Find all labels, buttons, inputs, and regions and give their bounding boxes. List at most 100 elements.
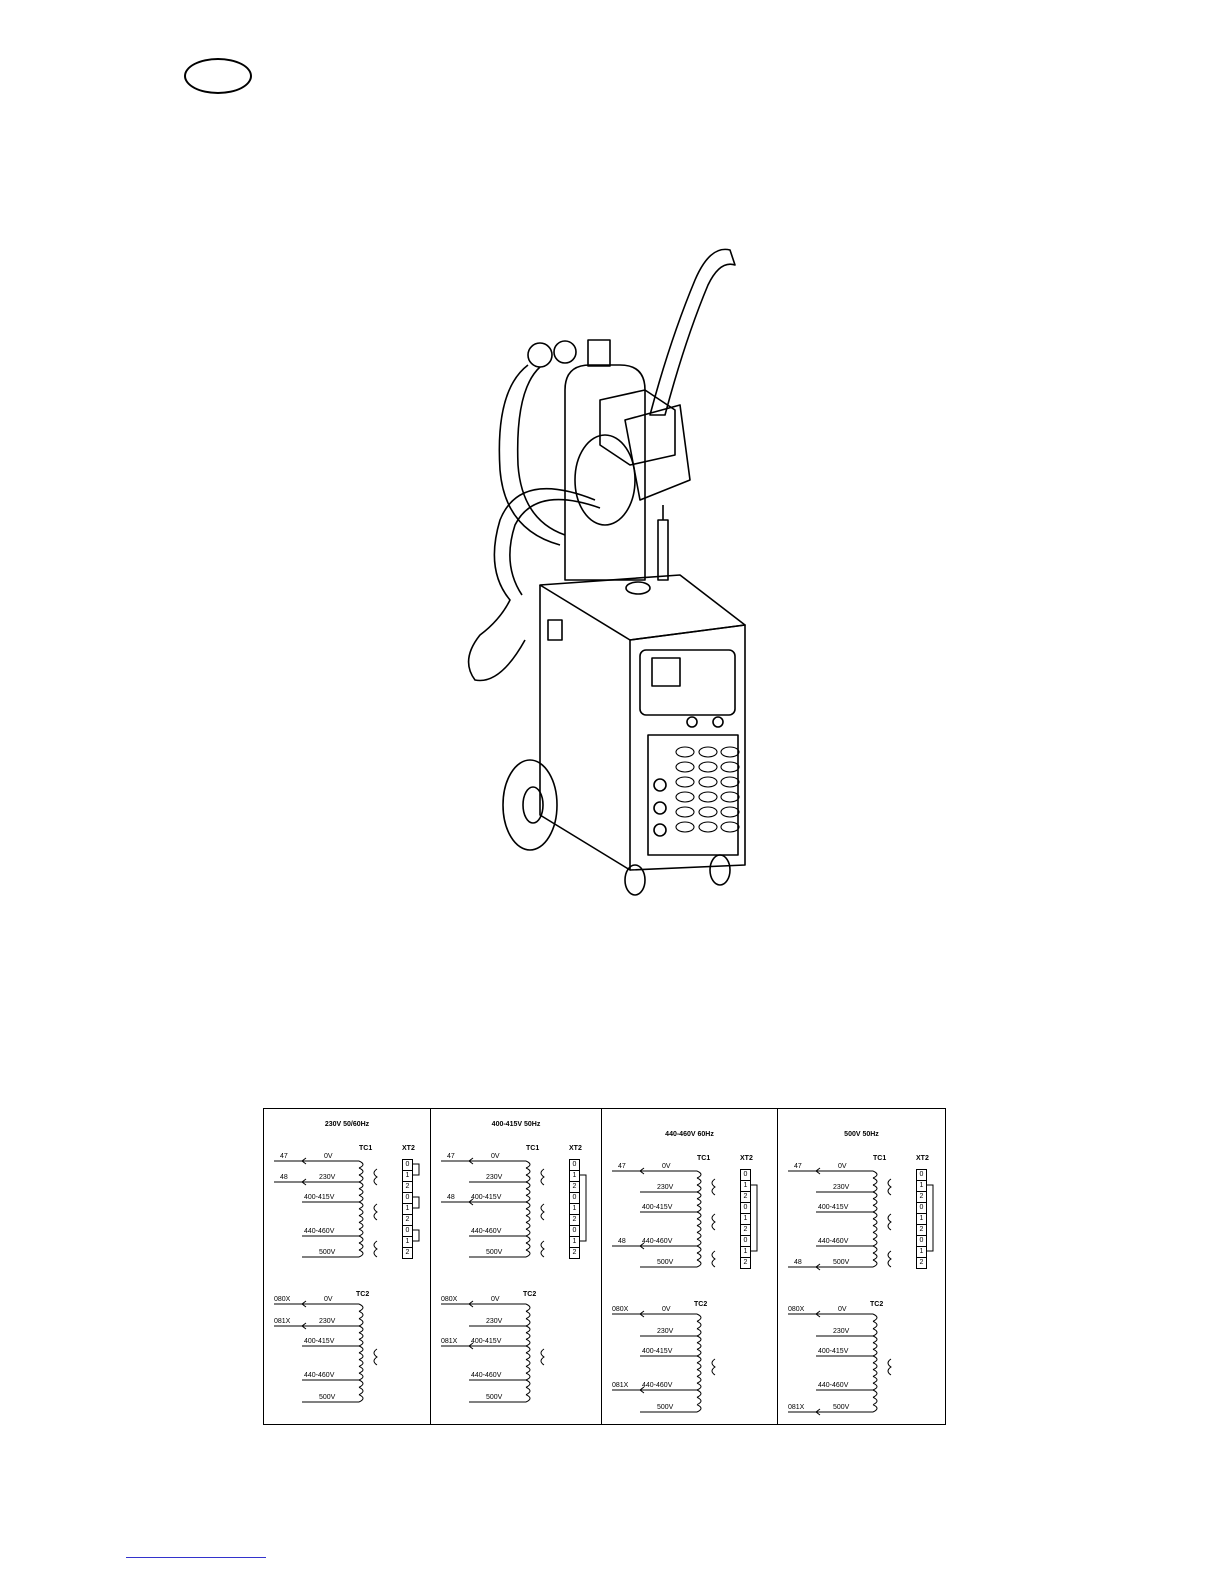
tc1-input-48: 48 xyxy=(280,1174,288,1181)
tc1-tap-label: 230V xyxy=(486,1174,503,1181)
xt2-jumper xyxy=(412,1163,420,1176)
carry-handle xyxy=(649,248,736,416)
tc2-input-081x: 081X xyxy=(274,1318,291,1325)
xt2-terminal: 1 xyxy=(403,1237,412,1248)
secondary-winding-symbol xyxy=(373,1168,378,1186)
xt2-label: XT2 xyxy=(916,1155,929,1162)
wheels xyxy=(502,759,731,896)
secondary-winding-symbol xyxy=(887,1250,892,1268)
xt2-terminal: 1 xyxy=(917,1247,926,1258)
tc1-input-47: 47 xyxy=(794,1163,802,1170)
xt2-terminal: 2 xyxy=(917,1192,926,1203)
secondary-winding-symbol xyxy=(373,1348,378,1366)
xt2-terminal: 2 xyxy=(570,1215,579,1226)
welding-machine-illustration xyxy=(467,248,746,896)
input-lead xyxy=(612,1242,645,1250)
tc2-input-080x: 080X xyxy=(274,1296,291,1303)
xt2-terminal: 0 xyxy=(741,1203,750,1214)
tc2-input-080x: 080X xyxy=(788,1306,805,1313)
tc2-label: TC2 xyxy=(523,1291,537,1298)
tc2-input-080x: 080X xyxy=(612,1306,629,1313)
input-lead xyxy=(274,1178,307,1186)
xt2-terminal: 1 xyxy=(570,1204,579,1215)
tc2-tap-label: 230V xyxy=(319,1318,336,1325)
xt2-terminal: 2 xyxy=(743,1259,748,1266)
xt2-label: XT2 xyxy=(569,1145,582,1152)
tc1-input-47: 47 xyxy=(618,1163,626,1170)
tc1-input-48: 48 xyxy=(447,1194,455,1201)
xt2-jumper xyxy=(579,1174,587,1242)
input-lead xyxy=(274,1322,307,1330)
input-lead xyxy=(441,1300,474,1308)
tc2-label: TC2 xyxy=(694,1301,708,1308)
tc1-tap-label: 0V xyxy=(662,1163,671,1170)
input-lead xyxy=(274,1157,307,1165)
xt2-terminal: 2 xyxy=(403,1182,412,1193)
xt2-terminal: 1 xyxy=(741,1247,750,1258)
tc2-tap-label: 440-460V xyxy=(642,1382,673,1389)
torch-hose xyxy=(467,488,596,682)
input-lead xyxy=(274,1300,307,1308)
input-lead xyxy=(612,1310,645,1318)
tc2-tap-label: 0V xyxy=(662,1306,671,1313)
tc2-winding xyxy=(696,1313,702,1413)
tc2-winding xyxy=(525,1303,531,1403)
tc1-label: TC1 xyxy=(359,1145,373,1152)
input-lead xyxy=(788,1310,821,1318)
tc1-tap-label: 230V xyxy=(657,1184,674,1191)
tc1-tap-label: 440-460V xyxy=(304,1228,335,1235)
secondary-winding-symbol xyxy=(373,1203,378,1221)
panel-title: 500V 50Hz xyxy=(844,1131,879,1138)
xt2-terminal: 1 xyxy=(570,1171,579,1182)
tc2-winding xyxy=(872,1313,878,1413)
tc1-tap-label: 440-460V xyxy=(642,1238,673,1245)
tc1-tap-label: 440-460V xyxy=(818,1238,849,1245)
xt2-terminal: 2 xyxy=(741,1225,750,1236)
xt2-terminal: 0 xyxy=(403,1226,412,1237)
tc2-input-080x: 080X xyxy=(441,1296,458,1303)
panel-title: 400-415V 50Hz xyxy=(491,1121,541,1128)
secondary-winding-symbol xyxy=(540,1203,545,1221)
tc2-tap-label: 400-415V xyxy=(818,1348,849,1355)
wire-feeder xyxy=(574,389,691,581)
tc2-tap-label: 0V xyxy=(491,1296,500,1303)
xt2-terminal: 1 xyxy=(403,1171,412,1182)
tc1-tap-label: 400-415V xyxy=(642,1204,673,1211)
secondary-winding-symbol xyxy=(887,1178,892,1196)
xt2-terminal: 0 xyxy=(917,1236,926,1247)
tc2-tap-label: 0V xyxy=(838,1306,847,1313)
tc1-tap-label: 500V xyxy=(833,1259,850,1266)
xt2-jumper xyxy=(750,1184,758,1252)
xt2-terminal: 1 xyxy=(917,1214,926,1225)
tc2-tap-label: 440-460V xyxy=(818,1382,849,1389)
secondary-winding-symbol xyxy=(711,1178,716,1196)
tc2-label: TC2 xyxy=(356,1291,370,1298)
footer-rule xyxy=(126,1557,266,1558)
tc2-label: TC2 xyxy=(870,1301,884,1308)
tc2-tap-label: 230V xyxy=(833,1328,850,1335)
tc1-winding xyxy=(696,1170,702,1268)
xt2-terminal: 0 xyxy=(741,1170,750,1181)
tc1-tap-label: 500V xyxy=(319,1249,336,1256)
tc1-tap-label: 0V xyxy=(838,1163,847,1170)
tc1-winding xyxy=(872,1170,878,1268)
xt2-terminal: 0 xyxy=(741,1236,750,1247)
tc1-tap-label: 500V xyxy=(486,1249,503,1256)
panel-title: 440-460V 60Hz xyxy=(665,1131,714,1138)
xt2-terminal: 1 xyxy=(403,1204,412,1215)
tc2-tap-label: 230V xyxy=(486,1318,503,1325)
tc1-input-48: 48 xyxy=(794,1259,802,1266)
tc1-tap-label: 400-415V xyxy=(304,1194,335,1201)
secondary-winding-symbol xyxy=(887,1358,892,1376)
xt2-terminal: 2 xyxy=(917,1225,926,1236)
tc2-tap-label: 400-415V xyxy=(471,1338,502,1345)
tc1-tap-label: 0V xyxy=(324,1153,333,1160)
tc1-tap-label: 440-460V xyxy=(471,1228,502,1235)
tc2-input-081x: 081X xyxy=(441,1338,458,1345)
secondary-winding-symbol xyxy=(540,1240,545,1258)
panel-title: 230V 50/60Hz xyxy=(324,1121,370,1128)
